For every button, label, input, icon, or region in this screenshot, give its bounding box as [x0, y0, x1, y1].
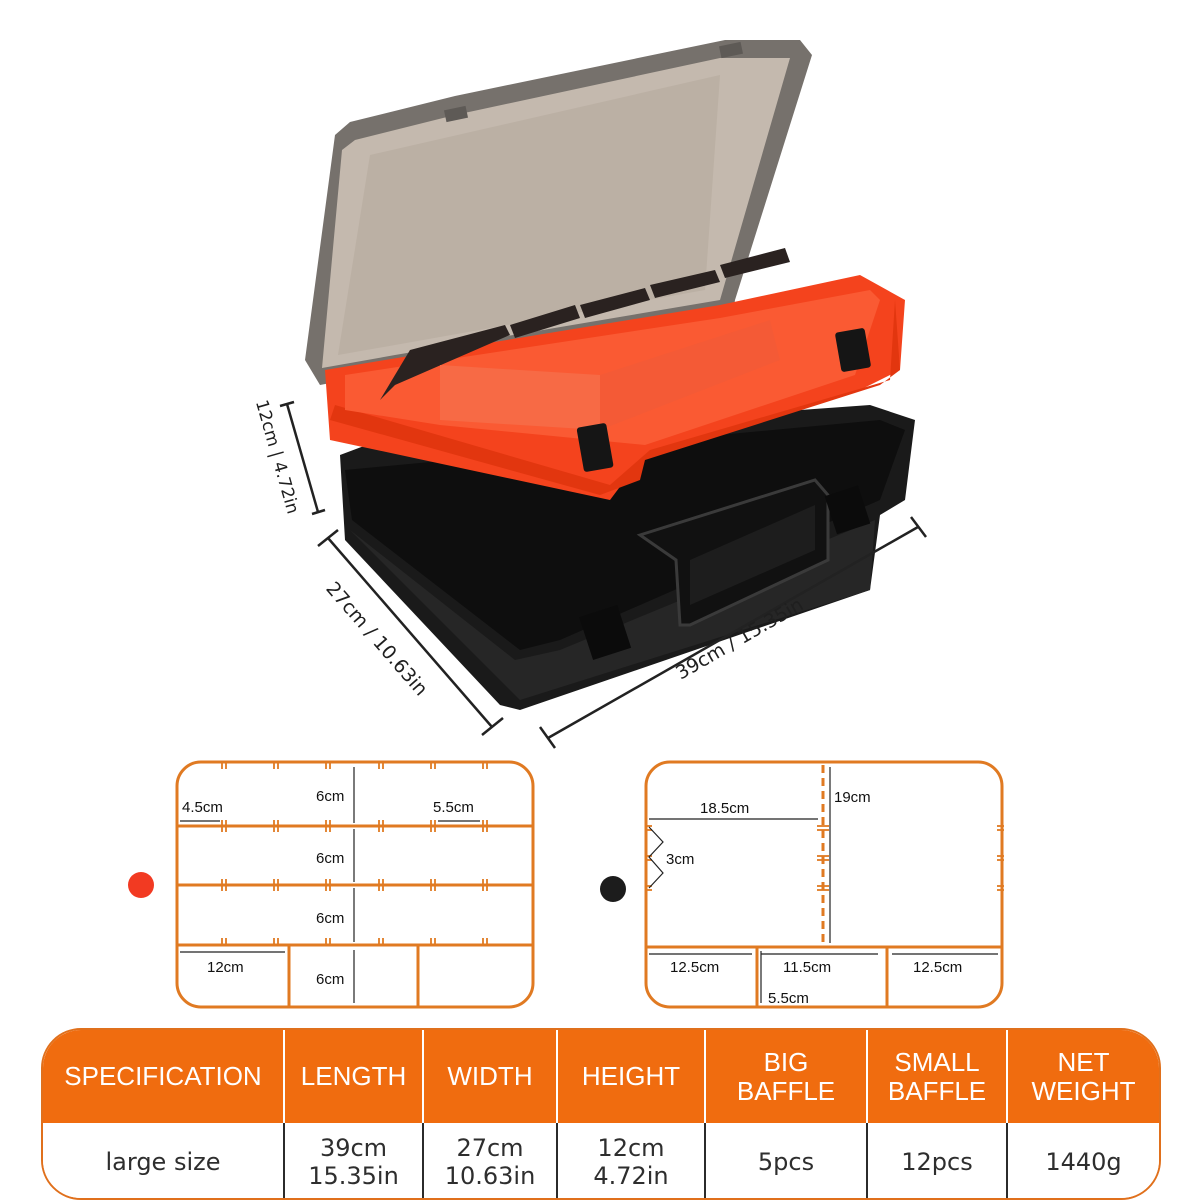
top-tray-bottom-left-width-label: 12cm — [207, 959, 244, 976]
specification-table: SPECIFICATION LENGTH WIDTH HEIGHT BIG BA… — [41, 1028, 1161, 1200]
top-tray-row3-height-label: 6cm — [316, 910, 345, 927]
bottom-case-divider-height-label: 19cm — [834, 789, 871, 806]
bottom-case-bottom-height-label: 5.5cm — [768, 990, 809, 1007]
cell-specification: large size — [105, 1147, 221, 1176]
header-specification: SPECIFICATION — [64, 1061, 262, 1091]
table-header-row: SPECIFICATION LENGTH WIDTH HEIGHT BIG BA… — [43, 1030, 1159, 1123]
table-row: large size 39cm 15.35in 27cm 10.63in 12c… — [43, 1123, 1159, 1198]
top-tray-row4-height-label: 6cm — [316, 971, 345, 988]
black-case-indicator-dot — [600, 876, 626, 902]
header-big-baffle: BIG BAFFLE — [704, 1030, 866, 1123]
orange-tray-indicator-dot — [128, 872, 154, 898]
cell-width: 27cm 10.63in — [422, 1123, 556, 1198]
bottom-case-bottom-mid-width-label: 11.5cm — [783, 959, 832, 976]
product-photo — [279, 40, 927, 749]
header-small-baffle: SMALL BAFFLE — [866, 1030, 1006, 1123]
header-net-weight: NET WEIGHT — [1006, 1030, 1159, 1123]
top-tray — [325, 248, 905, 500]
bottom-case-left-width-label: 18.5cm — [700, 800, 750, 817]
header-width: WIDTH — [422, 1030, 556, 1123]
top-tray-row2-height-label: 6cm — [316, 850, 345, 867]
top-tray-left-slot-width-label: 4.5cm — [182, 799, 223, 816]
cell-height: 12cm 4.72in — [556, 1123, 704, 1198]
bottom-case-layout-diagram — [644, 760, 1004, 1009]
cell-big-baffle: 5pcs — [704, 1123, 866, 1198]
bottom-case — [340, 405, 915, 710]
bottom-case-bottom-right-width-label: 12.5cm — [913, 959, 963, 976]
dimension-lines — [279, 400, 927, 749]
top-tray-row1-height-label: 6cm — [316, 788, 345, 805]
top-tray-right-slot-width-label: 5.5cm — [433, 799, 474, 816]
bottom-case-bottom-left-width-label: 12.5cm — [670, 959, 720, 976]
bottom-case-slot-spacing-label: 3cm — [666, 851, 695, 868]
cell-length: 39cm 15.35in — [283, 1123, 422, 1198]
top-tray-layout-diagram — [175, 760, 535, 1009]
header-length: LENGTH — [283, 1030, 422, 1123]
cell-net-weight: 1440g — [1006, 1123, 1159, 1198]
cell-small-baffle: 12pcs — [866, 1123, 1006, 1198]
header-height: HEIGHT — [556, 1030, 704, 1123]
